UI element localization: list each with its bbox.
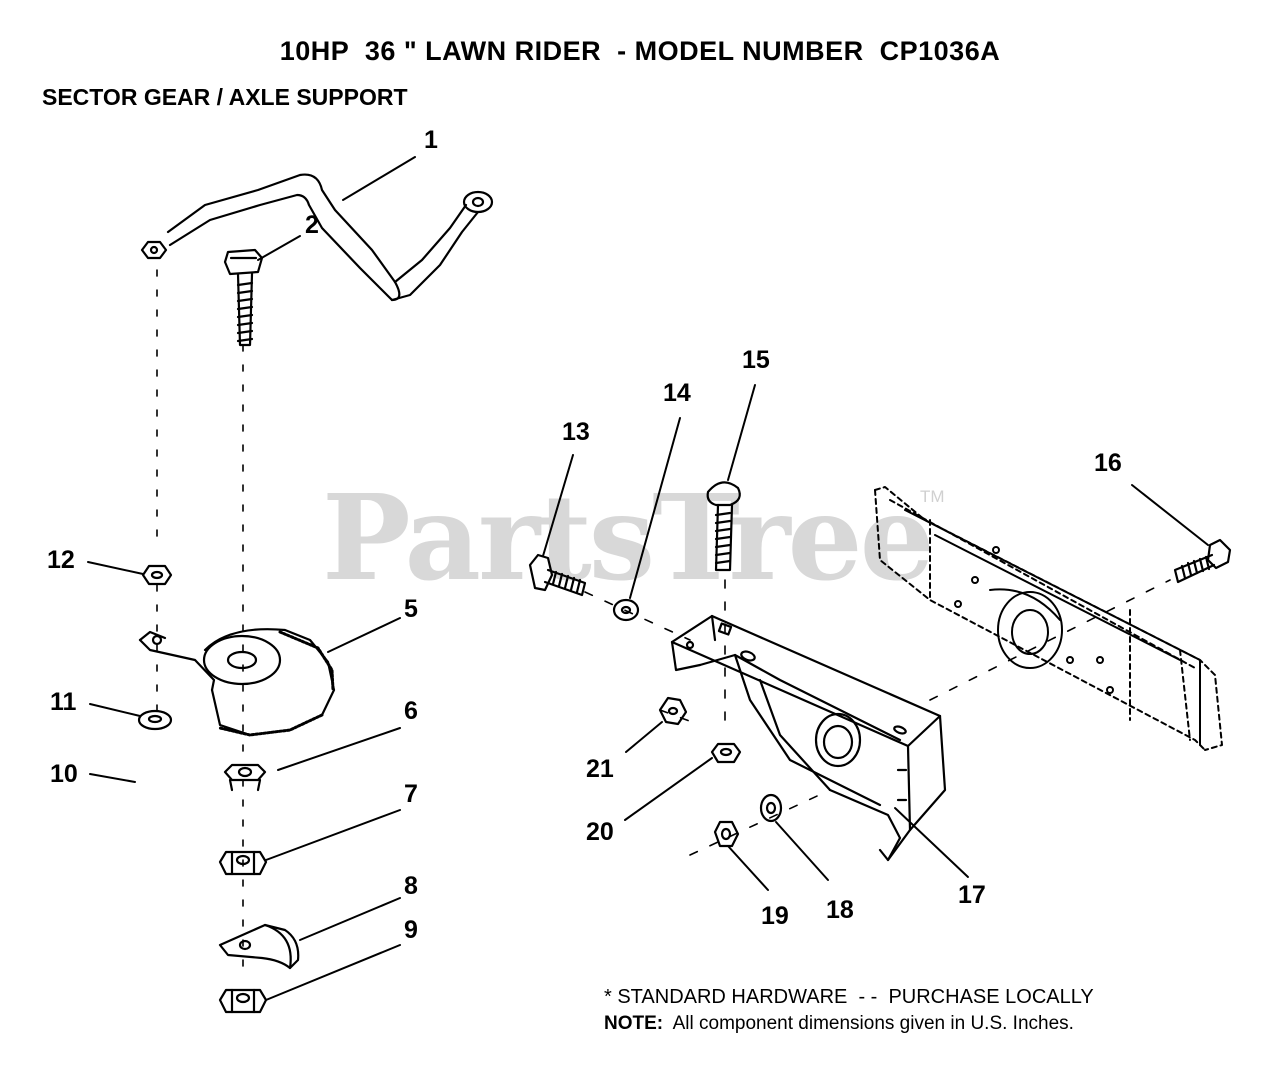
- axle-frame-solid: [904, 509, 1201, 746]
- part-9-nut: [218, 988, 268, 1014]
- part-18-washer: [759, 793, 783, 823]
- part-1-steering-arm: [166, 173, 494, 302]
- callout-19: 19: [761, 902, 789, 930]
- part-12-lock-nut: [141, 564, 173, 586]
- right-centerlines: [584, 579, 1171, 856]
- callout-9: 9: [404, 916, 418, 944]
- right-leader-lines: [542, 384, 1209, 891]
- callout-20: 20: [586, 818, 614, 846]
- watermark-logo: PartsTree: [322, 468, 935, 607]
- note-label: NOTE:: [604, 1013, 664, 1034]
- callout-16: 16: [1094, 449, 1122, 477]
- diagram-subtitle: SECTOR GEAR / AXLE SUPPORT: [42, 84, 408, 110]
- callout-18: 18: [826, 896, 854, 924]
- callout-1: 1: [424, 126, 438, 154]
- part-5-sector-gear: [138, 628, 336, 737]
- left-centerlines: [156, 269, 244, 981]
- callout-21: 21: [586, 755, 614, 783]
- callout-12: 12: [47, 546, 75, 574]
- standard-hardware-note: * STANDARD HARDWARE - - PURCHASE LOCALLY: [604, 986, 1094, 1008]
- part-20-nut: [710, 742, 742, 764]
- callout-2: 2: [305, 211, 319, 239]
- watermark-trademark: TM: [920, 487, 945, 506]
- callout-14: 14: [663, 379, 691, 407]
- part-11-washer: [137, 709, 173, 731]
- part-17-axle-support-bracket: [670, 614, 947, 862]
- part-21-nut: [658, 696, 688, 726]
- callout-8: 8: [404, 872, 418, 900]
- part-7-nut: [218, 850, 268, 876]
- callout-10: 10: [50, 760, 78, 788]
- callout-5: 5: [404, 595, 418, 623]
- part-8-clamp: [218, 923, 300, 970]
- part-13-shoulder-bolt: [528, 553, 587, 597]
- part-top-left-nut: [140, 240, 168, 260]
- callout-17: 17: [958, 881, 986, 909]
- diagram-title: 10HP 36 " LAWN RIDER - MODEL NUMBER CP10…: [279, 36, 1001, 66]
- callout-11: 11: [50, 688, 77, 716]
- part-2-bolt: [223, 248, 264, 347]
- part-6-bushing: [223, 763, 267, 792]
- callout-7: 7: [404, 780, 418, 808]
- part-19-nut: [713, 820, 740, 848]
- callout-6: 6: [404, 697, 418, 725]
- callout-15: 15: [742, 346, 770, 374]
- part-16-bolt: [1173, 538, 1232, 584]
- dimensions-note: NOTE: All component dimensions given in …: [604, 1013, 1074, 1035]
- part-14-washer: [612, 598, 640, 622]
- left-leader-lines: [87, 156, 416, 1001]
- callout-13: 13: [562, 418, 590, 446]
- part-15-carriage-bolt: [706, 481, 741, 572]
- note-text: All component dimensions given in U.S. I…: [663, 1013, 1074, 1034]
